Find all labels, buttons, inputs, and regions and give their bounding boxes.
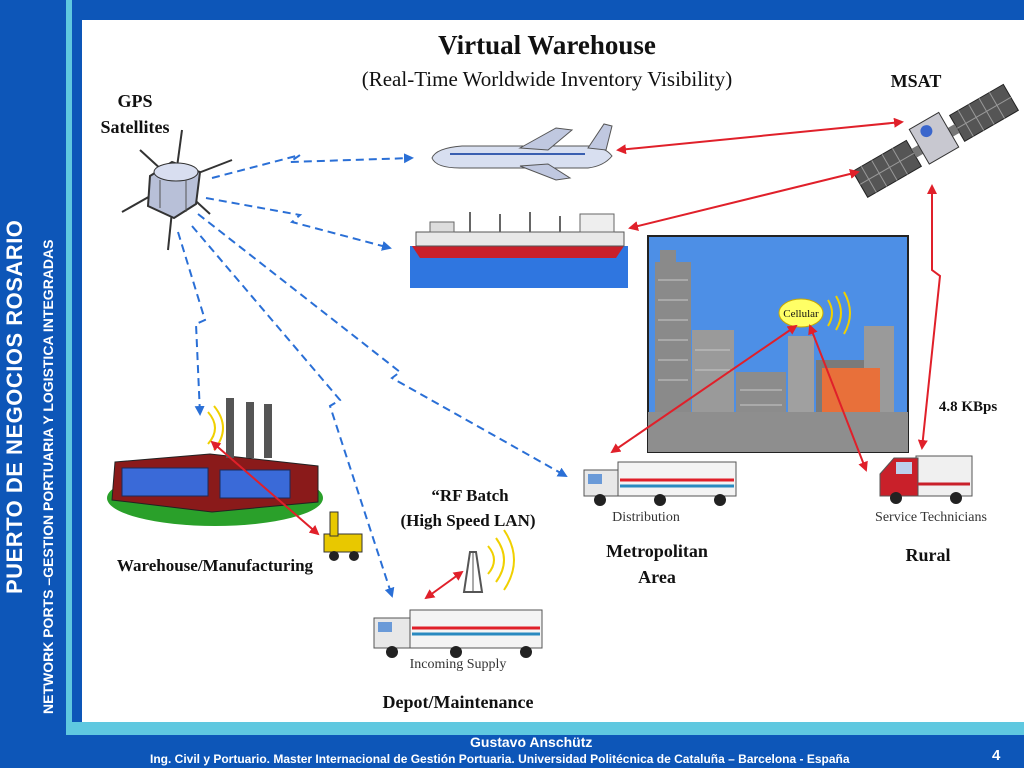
distribution-truck-icon <box>583 461 737 506</box>
msat-label: MSAT <box>891 71 942 91</box>
presenter-name: Gustavo Anschütz <box>470 734 593 750</box>
gps-link-depot <box>191 225 395 598</box>
depot-label: Depot/Maintenance <box>383 692 534 712</box>
rf-batch-label-line1: “RF Batch <box>431 486 509 505</box>
gps-label-line1: GPS <box>117 91 152 111</box>
speed-label: 4.8 KBps <box>939 399 998 415</box>
factory-icon <box>107 398 323 526</box>
slide-canvas: Virtual Warehouse (Real-Time Worldwide I… <box>82 20 1024 722</box>
cellular-label: Cellular <box>783 308 819 320</box>
msat-link-airplane <box>616 117 904 155</box>
gps-satellite-icon <box>121 129 233 251</box>
ship-icon <box>410 212 628 288</box>
gps-label-line2: Satellites <box>101 117 170 137</box>
incoming-supply-label: Incoming Supply <box>410 657 507 672</box>
diagram-title: Virtual Warehouse <box>438 30 656 60</box>
affiliation-text: Ing. Civil y Portuario. Master Internaci… <box>150 752 850 766</box>
page-number: 4 <box>992 747 1001 764</box>
rf-link-forklift <box>210 440 320 536</box>
gps-link-distribution <box>197 213 568 477</box>
cellular-link-distribution <box>610 324 798 454</box>
diagram-subtitle: (Real-Time Worldwide Inventory Visibilit… <box>362 67 733 91</box>
bottom-accent-bar <box>72 722 1024 735</box>
diagram-svg: Virtual Warehouse (Real-Time Worldwide I… <box>101 30 1020 712</box>
sidebar-title: PUERTO DE NEGOCIOS ROSARIO <box>2 219 27 594</box>
city-panel <box>647 235 909 453</box>
gps-link-airplane <box>211 153 414 179</box>
rf-link-depot <box>424 570 464 600</box>
supply-truck-icon <box>373 609 543 658</box>
msat-link-ship <box>628 169 860 231</box>
sidebar-background <box>0 0 66 768</box>
msat-link-van <box>917 184 942 450</box>
metropolitan-label-line2: Area <box>638 567 676 587</box>
warehouse-label: Warehouse/Manufacturing <box>117 556 314 575</box>
msat-satellite-icon <box>851 83 1020 199</box>
rural-label: Rural <box>906 545 951 565</box>
forklift-icon <box>323 511 363 561</box>
distribution-label: Distribution <box>612 510 680 525</box>
airplane-icon <box>431 123 613 181</box>
metropolitan-label-line1: Metropolitan <box>606 541 708 561</box>
accent-line <box>66 0 72 735</box>
gps-link-warehouse <box>177 231 207 416</box>
gps-link-ship <box>205 197 392 251</box>
rf-tower-icon <box>462 529 515 593</box>
rf-batch-label-line2: (High Speed LAN) <box>400 511 535 530</box>
sidebar-subtitle: NETWORK PORTS –GESTION PORTUARIA Y LOGIS… <box>40 239 56 714</box>
service-van-icon <box>879 455 973 504</box>
service-technicians-label: Service Technicians <box>875 510 987 525</box>
cellular-link-van <box>808 324 868 472</box>
